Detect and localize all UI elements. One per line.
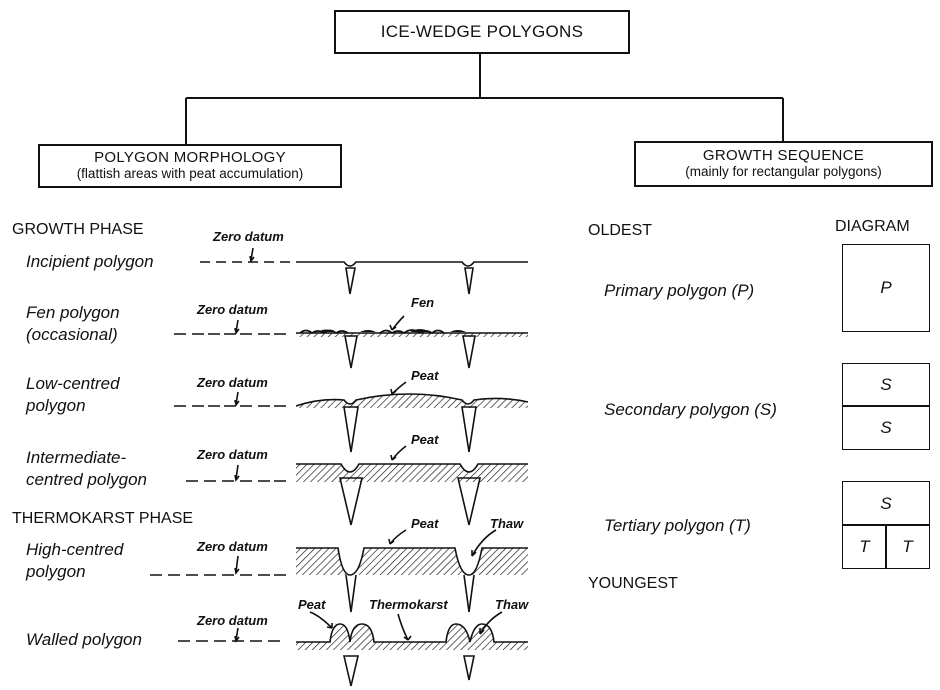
peat-annotation: Peat — [411, 516, 439, 531]
secondary-polygon-diagram-top: S — [842, 363, 930, 407]
cell-label: P — [880, 278, 892, 297]
zero-datum-label: Zero datum — [197, 375, 268, 390]
thermokarst-phase-heading: THERMOKARST PHASE — [12, 510, 194, 527]
tertiary-polygon-diagram-top: S — [842, 481, 930, 526]
thermokarst-annotation: Thermokarst — [369, 597, 448, 612]
peat-annotation: Peat — [298, 597, 326, 612]
diagram-column-label: DIAGRAM — [835, 218, 910, 235]
title-box: ICE-WEDGE POLYGONS — [334, 10, 630, 54]
morphology-subheading: (flattish areas with peat accumulation) — [76, 166, 304, 181]
sequence-heading: GROWTH SEQUENCE — [702, 147, 865, 164]
incipient-polygon-label: Incipient polygon — [26, 252, 154, 271]
tertiary-polygon-diagram-right: T — [885, 524, 930, 569]
cell-label: S — [880, 493, 892, 513]
sequence-subheading: (mainly for rectangular polygons) — [685, 164, 882, 179]
morphology-box: POLYGON MORPHOLOGY (flattish areas with … — [38, 144, 342, 188]
primary-polygon-label: Primary polygon (P) — [604, 281, 755, 300]
youngest-label: YOUNGEST — [588, 575, 678, 592]
cell-label: T — [859, 536, 870, 556]
thaw-annotation: Thaw — [495, 597, 529, 612]
zero-datum-label: Zero datum — [197, 539, 268, 554]
secondary-polygon-label: Secondary polygon (S) — [604, 400, 777, 419]
walled-polygon-label: Walled polygon — [26, 630, 142, 649]
peat-annotation: Peat — [411, 432, 439, 447]
diagram-title: ICE-WEDGE POLYGONS — [380, 22, 584, 41]
cell-label: T — [902, 536, 913, 556]
zero-datum-label: Zero datum — [197, 302, 268, 317]
thaw-annotation: Thaw — [490, 516, 524, 531]
sequence-box: GROWTH SEQUENCE (mainly for rectangular … — [634, 141, 933, 187]
zero-datum-label: Zero datum — [213, 229, 284, 244]
tertiary-polygon-diagram-left: T — [842, 524, 887, 569]
tertiary-polygon-label: Tertiary polygon (T) — [604, 516, 751, 535]
oldest-label: OLDEST — [588, 222, 653, 239]
primary-polygon-diagram: P — [842, 244, 930, 332]
secondary-polygon-diagram-bottom: S — [842, 405, 930, 450]
cell-label: S — [880, 417, 892, 437]
zero-datum-label: Zero datum — [197, 447, 268, 462]
intermediate-centred-polygon-label: Intermediate-centred polygon — [26, 448, 147, 489]
growth-phase-heading: GROWTH PHASE — [12, 221, 144, 238]
morphology-heading: POLYGON MORPHOLOGY — [94, 149, 286, 166]
fen-polygon-label: Fen polygon(occasional) — [26, 303, 120, 344]
fen-annotation: Fen — [411, 295, 435, 310]
zero-datum-label: Zero datum — [197, 613, 268, 628]
cell-label: S — [880, 375, 892, 394]
peat-annotation: Peat — [411, 368, 439, 383]
